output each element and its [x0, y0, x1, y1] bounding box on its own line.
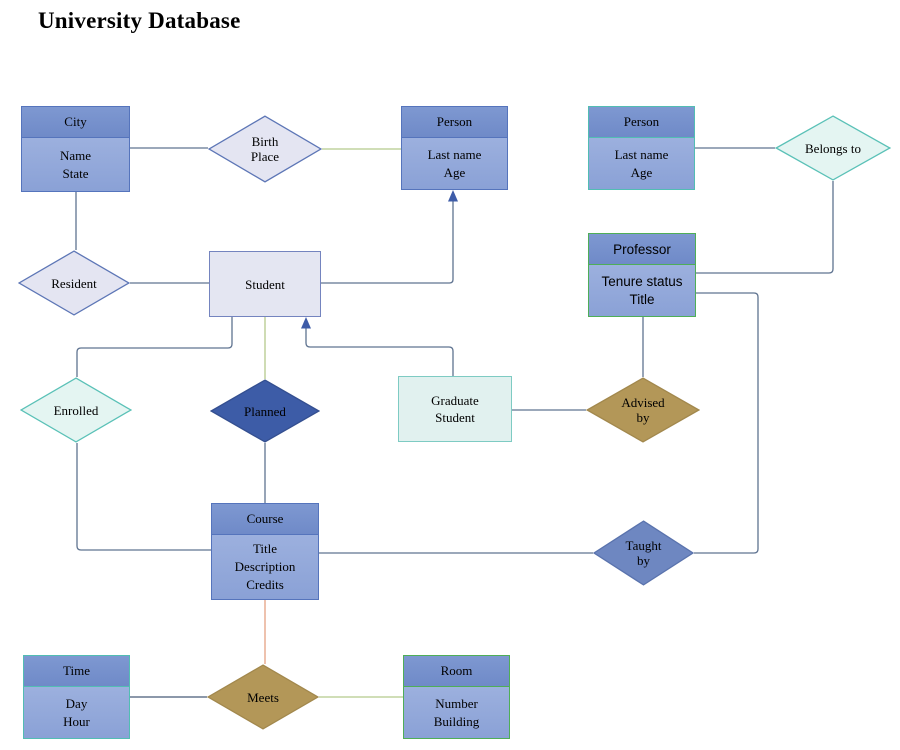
entity-person-left-attrs: Last name Age	[402, 138, 507, 189]
entity-professor[interactable]: Professor Tenure status Title	[588, 233, 696, 317]
attr-title: Title	[629, 291, 655, 307]
attr-hour: Hour	[63, 713, 90, 729]
diamond-shape	[586, 377, 700, 443]
attr-description: Description	[234, 559, 296, 574]
attr-credits: Credits	[246, 577, 284, 592]
attr-title: Title	[252, 541, 278, 556]
diamond-shape	[210, 379, 320, 443]
entity-graduate-student-label: Graduate Student	[431, 393, 479, 425]
relationship-enrolled-label: Enrolled	[53, 402, 99, 418]
entity-course-header: Course	[212, 504, 318, 535]
entity-city[interactable]: City Name State	[21, 106, 130, 192]
entity-professor-header: Professor	[589, 234, 695, 265]
entity-person-left-header: Person	[402, 107, 507, 138]
entity-time-attrs: Day Hour	[24, 687, 129, 738]
relationship-birth-place[interactable]: Birth Place	[208, 115, 322, 183]
attr-name: Name	[59, 147, 92, 163]
arrowhead-student	[301, 317, 311, 329]
relationship-taught-by[interactable]: Taught by	[593, 520, 694, 586]
diamond-shape	[207, 664, 319, 730]
attr-building: Building	[433, 713, 480, 729]
entity-time-header: Time	[24, 656, 129, 687]
attr-lastname: Last name	[427, 146, 482, 162]
relationship-belongs-to-label: Belongs to	[805, 140, 861, 156]
entity-person-right[interactable]: Person Last name Age	[588, 106, 695, 190]
connector-taughtby-professor	[694, 292, 759, 554]
connector-gradstudent-student	[305, 328, 454, 376]
relationship-taught-by-label: Taught by	[625, 538, 662, 568]
entity-person-right-header: Person	[589, 107, 694, 138]
relationship-resident[interactable]: Resident	[18, 250, 130, 316]
entity-city-header: City	[22, 107, 129, 138]
entity-student[interactable]: Student	[209, 251, 321, 317]
entity-time[interactable]: Time Day Hour	[23, 655, 130, 739]
relationship-resident-label: Resident	[51, 275, 97, 291]
diamond-shape	[18, 250, 130, 316]
diamond-shape	[208, 115, 322, 183]
entity-student-label: Student	[245, 276, 285, 292]
attr-age: Age	[443, 164, 466, 180]
attr-age: Age	[630, 164, 653, 180]
arrowhead-person	[448, 190, 458, 202]
relationship-meets-label: Meets	[247, 689, 279, 705]
connector-student-person	[321, 201, 454, 284]
diamond-shape	[20, 377, 132, 443]
relationship-enrolled[interactable]: Enrolled	[20, 377, 132, 443]
entity-professor-attrs: Tenure status Title	[589, 265, 695, 316]
relationship-planned[interactable]: Planned	[210, 379, 320, 443]
attr-number: Number	[435, 695, 478, 711]
entity-course-attrs: Title Description Credits	[212, 535, 318, 599]
entity-person-right-attrs: Last name Age	[589, 138, 694, 189]
attr-state: State	[62, 165, 89, 181]
relationship-planned-label: Planned	[244, 403, 286, 419]
entity-person-left[interactable]: Person Last name Age	[401, 106, 508, 190]
relationship-advised-by-label: Advised by	[621, 395, 665, 425]
entity-course[interactable]: Course Title Description Credits	[211, 503, 319, 600]
relationship-meets[interactable]: Meets	[207, 664, 319, 730]
diamond-shape	[593, 520, 694, 586]
entity-graduate-student[interactable]: Graduate Student	[398, 376, 512, 442]
diagram-title: University Database	[38, 8, 241, 33]
attr-day: Day	[65, 695, 88, 711]
entity-city-attrs: Name State	[22, 138, 129, 191]
relationship-belongs-to[interactable]: Belongs to	[775, 115, 891, 181]
diamond-shape	[775, 115, 891, 181]
relationship-advised-by[interactable]: Advised by	[586, 377, 700, 443]
connector-enrolled-course	[76, 443, 211, 551]
connector-belongsto-professor	[696, 181, 834, 274]
attr-lastname: Last name	[614, 146, 669, 162]
entity-room-attrs: Number Building	[404, 687, 509, 738]
connector-student-enrolled	[76, 317, 233, 377]
attr-tenure-status: Tenure status	[601, 273, 683, 289]
relationship-birth-place-label: Birth Place	[250, 134, 280, 164]
entity-room-header: Room	[404, 656, 509, 687]
entity-room[interactable]: Room Number Building	[403, 655, 510, 739]
